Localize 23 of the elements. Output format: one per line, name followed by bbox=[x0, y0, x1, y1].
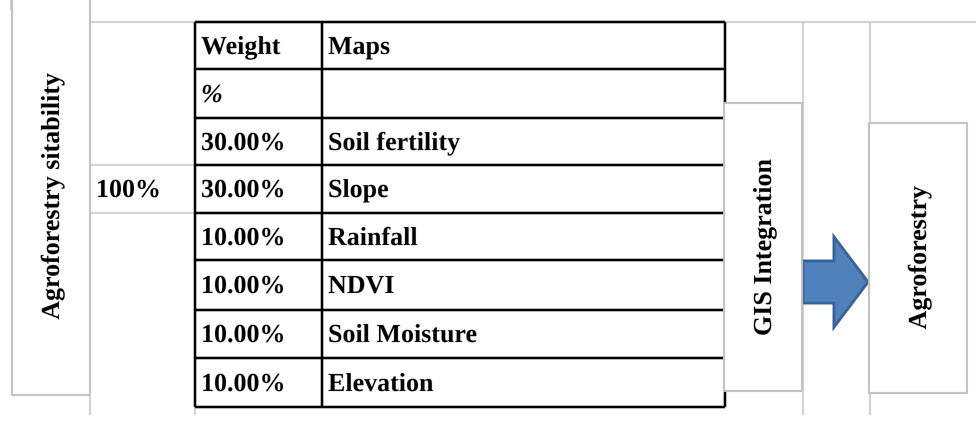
weight-value: 10.00% bbox=[201, 272, 286, 298]
weight-value: 30.00% bbox=[201, 176, 286, 202]
box-label: Agroforestry sitability bbox=[36, 72, 66, 320]
map-name: Elevation bbox=[328, 370, 434, 396]
column-header: Maps bbox=[328, 32, 390, 58]
map-name: Slope bbox=[328, 176, 389, 202]
process-box bbox=[868, 122, 968, 394]
total-weight: 100% bbox=[96, 176, 161, 202]
box-label: GIS Integration bbox=[748, 158, 778, 336]
map-name: Soil Moisture bbox=[328, 321, 478, 347]
weight-value: 30.00% bbox=[201, 128, 286, 154]
process-box bbox=[723, 102, 803, 392]
weight-value: 10.00% bbox=[201, 224, 286, 250]
weight-value: 10.00% bbox=[201, 321, 286, 347]
column-header: Weight bbox=[201, 32, 280, 58]
unit-text: % bbox=[201, 80, 223, 106]
map-name: NDVI bbox=[328, 272, 394, 298]
block-arrow bbox=[802, 232, 870, 332]
weight-value: 10.00% bbox=[201, 370, 286, 396]
map-name: Rainfall bbox=[328, 224, 418, 250]
box-label: Agroforestry bbox=[903, 186, 933, 330]
map-name: Soil fertility bbox=[328, 128, 460, 154]
process-box bbox=[11, 0, 91, 396]
